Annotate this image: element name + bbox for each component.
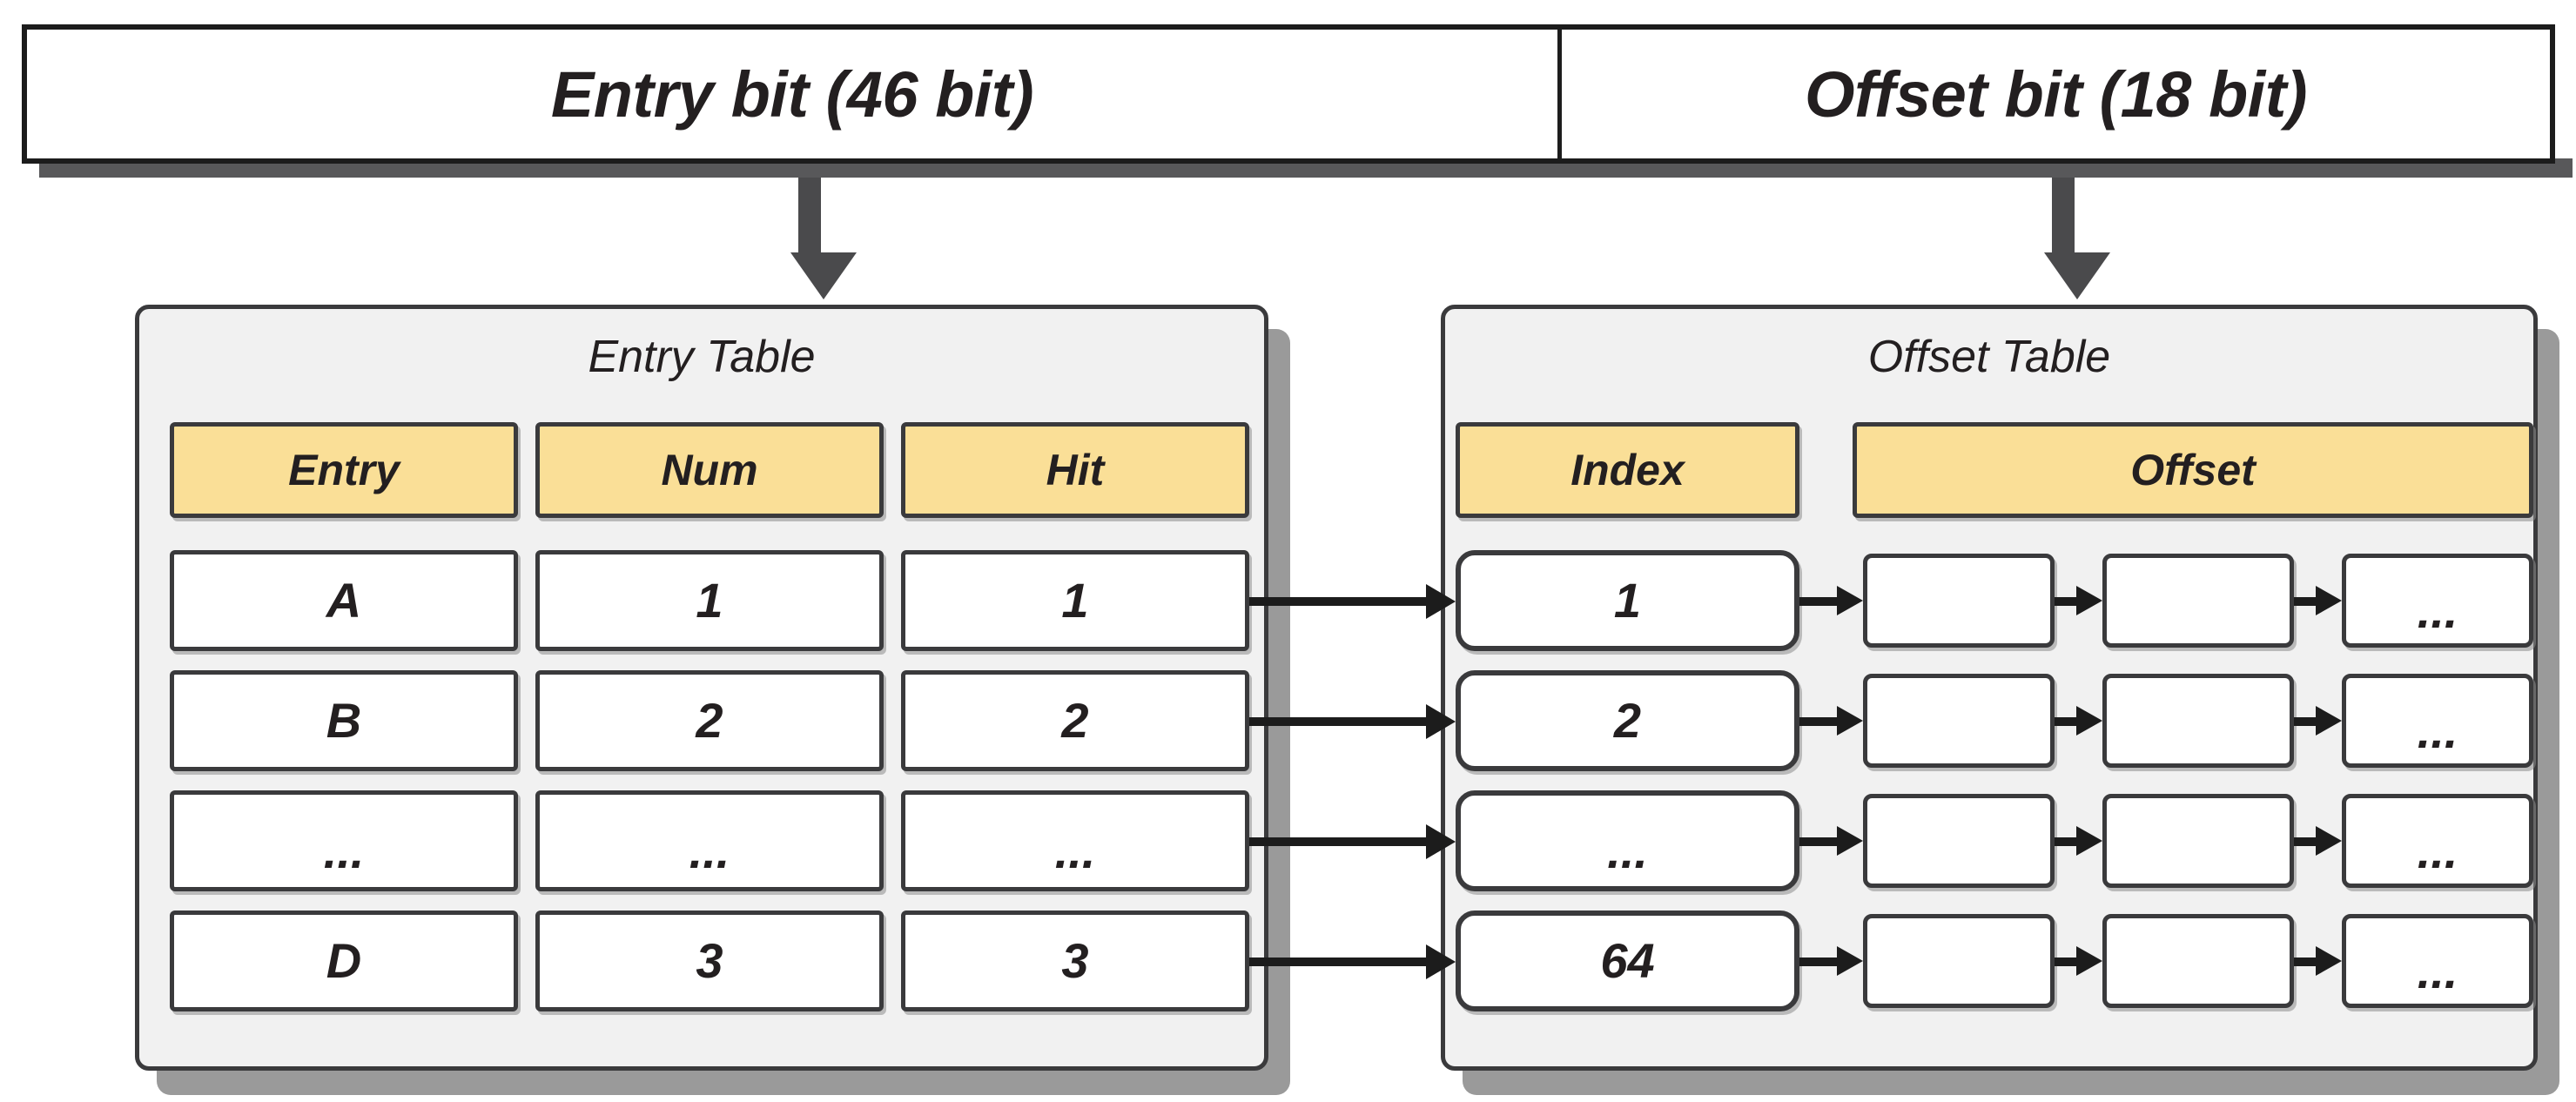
hit-to-index-arrow <box>1249 704 1456 739</box>
hit-header-label: Hit <box>1046 446 1105 494</box>
offset-box <box>2102 674 2294 768</box>
entry-table-header-num: Num <box>535 422 884 518</box>
entry-table-cell: 2 <box>535 670 884 771</box>
offset-box: ... <box>2342 554 2533 648</box>
offset-chain-arrow <box>2055 586 2102 615</box>
offset-box <box>1863 794 2055 888</box>
offset-box: ... <box>2342 914 2533 1008</box>
entry-table-header-hit: Hit <box>901 422 1249 518</box>
offset-bit-field: Offset bit (18 bit) <box>1562 30 2550 158</box>
offset-box <box>2102 914 2294 1008</box>
offset-table-index-cell: ... <box>1456 790 1799 891</box>
offset-box <box>1863 914 2055 1008</box>
entry-table-cell: ... <box>170 790 518 891</box>
offset-box <box>1863 554 2055 648</box>
entry-table-cell: 1 <box>901 550 1249 651</box>
bit-bar: Entry bit (46 bit) Offset bit (18 bit) <box>22 24 2555 164</box>
index-to-offset-arrow <box>1799 826 1863 856</box>
offset-chain-arrow <box>2294 946 2342 976</box>
offset-chain-arrow <box>2294 586 2342 615</box>
offset-box: ... <box>2342 674 2533 768</box>
entry-table-cell: ... <box>535 790 884 891</box>
hit-to-index-arrow <box>1249 824 1456 859</box>
offset-table-index-cell: 64 <box>1456 910 1799 1011</box>
entry-bit-label: Entry bit (46 bit) <box>550 57 1034 131</box>
offset-table-title: Offset Table <box>1867 332 2111 382</box>
hit-to-index-arrow <box>1249 584 1456 619</box>
offset-box <box>1863 674 2055 768</box>
entry-table-cell: 1 <box>535 550 884 651</box>
offset-chain-arrow <box>2055 706 2102 736</box>
offset-bit-down-arrow <box>2044 178 2110 299</box>
entry-header-label: Entry <box>288 446 400 494</box>
offset-chain-arrow <box>2294 826 2342 856</box>
index-to-offset-arrow <box>1799 586 1863 615</box>
index-header-label: Index <box>1570 446 1685 494</box>
offset-table-header-index: Index <box>1456 422 1799 518</box>
entry-table-title: Entry Table <box>588 332 816 382</box>
offset-box <box>2102 794 2294 888</box>
entry-table-cell: 3 <box>901 910 1249 1011</box>
offset-header-label: Offset <box>2130 446 2256 494</box>
offset-chain-arrow <box>2294 706 2342 736</box>
offset-table-index-cell: 2 <box>1456 670 1799 771</box>
index-to-offset-arrow <box>1799 706 1863 736</box>
offset-table-index-cell: 1 <box>1456 550 1799 651</box>
entry-table-cell: A <box>170 550 518 651</box>
offset-box: ... <box>2342 794 2533 888</box>
offset-box <box>2102 554 2294 648</box>
offset-chain-arrow <box>2055 826 2102 856</box>
entry-table-cell: D <box>170 910 518 1011</box>
entry-table-cell: ... <box>901 790 1249 891</box>
entry-bit-field: Entry bit (46 bit) <box>27 30 1562 158</box>
entry-bit-down-arrow <box>790 178 857 299</box>
entry-table-header-entry: Entry <box>170 422 518 518</box>
index-to-offset-arrow <box>1799 946 1863 976</box>
num-header-label: Num <box>661 446 758 494</box>
offset-chain-arrow <box>2055 946 2102 976</box>
entry-table-cell: 2 <box>901 670 1249 771</box>
entry-table-cell: B <box>170 670 518 771</box>
hit-to-index-arrow <box>1249 944 1456 979</box>
offset-bit-label: Offset bit (18 bit) <box>1804 57 2308 131</box>
offset-table-header-offset: Offset <box>1853 422 2533 518</box>
entry-table-cell: 3 <box>535 910 884 1011</box>
